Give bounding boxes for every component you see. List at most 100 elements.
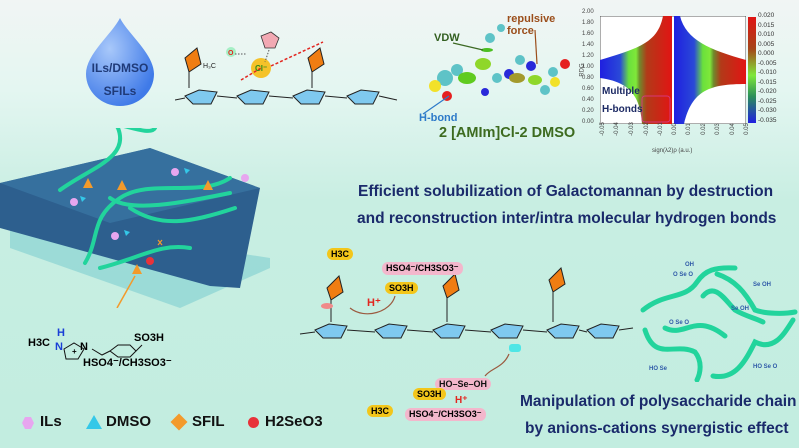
- rdg-y-ticks: 2.00 1.80 1.60 1.40 1.20 1.00 0.80 0.60 …: [582, 9, 600, 125]
- svg-text:+: +: [72, 347, 77, 356]
- rdg-annotation-1: Multiple: [602, 86, 640, 97]
- complex-caption: 2 [AMIm]Cl-2 DMSO: [439, 125, 576, 141]
- top-so3h: SO3H: [385, 282, 418, 294]
- y-tick: 1.40: [582, 42, 594, 48]
- bond-break-mark: [157, 239, 163, 246]
- x-tick: -0.04: [613, 122, 620, 136]
- mannose-ring: [236, 89, 270, 105]
- interaction-isosurfaces: [458, 48, 542, 85]
- svg-text:O Se O: O Se O: [669, 320, 689, 326]
- svg-text:H₃C: H₃C: [203, 63, 216, 70]
- bottom-proton: H⁺: [455, 395, 468, 406]
- galactose-ring: [307, 47, 325, 73]
- x-tick: -0.05: [599, 122, 606, 136]
- mannose-ring: [184, 89, 218, 105]
- svg-text:HO Se: HO Se: [649, 366, 668, 372]
- h2seo3-marker: [146, 257, 154, 265]
- legend-h2seo3: H2SeO3: [265, 413, 323, 430]
- droplet-label-2: SFILs: [103, 84, 137, 98]
- rdg-xlabel: sign(λ2)ρ (a.u.): [652, 148, 693, 154]
- top-proton: H⁺: [367, 297, 381, 309]
- droplet-label-1: ILs/DMSO: [91, 61, 149, 75]
- y-tick: 1.80: [582, 20, 594, 26]
- repulsive-force-label: repulsive force: [507, 13, 556, 37]
- cb-tick: -0.025: [758, 97, 777, 105]
- x-tick: 0.05: [743, 123, 750, 135]
- top-methyl: H3C: [327, 248, 354, 260]
- imidazolium-ring: [260, 31, 280, 49]
- y-tick: 0.80: [582, 75, 594, 81]
- ils-legend-icon: [22, 417, 34, 429]
- cb-tick: -0.005: [758, 59, 777, 67]
- oh-highlight: [509, 344, 521, 352]
- svg-text:OH: OH: [685, 262, 694, 268]
- headline-2-line-1: Manipulation of polysaccharide chain: [520, 393, 797, 410]
- dmso-oxygen: [226, 47, 236, 57]
- svg-text:Se OH: Se OH: [753, 282, 771, 288]
- cb-tick: 0.010: [758, 31, 775, 38]
- selenite-labels: O Se O OH Se OH Se OH O Se O HO Se HO Se O: [649, 262, 778, 372]
- cb-tick: -0.010: [758, 69, 777, 76]
- sfil-legend-icon: [170, 413, 188, 431]
- sfil-pointer-arrow: [116, 275, 136, 309]
- sfil-anion: HSO4⁻/CH3SO3⁻: [83, 357, 172, 369]
- headline-2-line-2: by anions-cations synergistic effect: [525, 420, 789, 437]
- ils-dmso-droplet: ILs/DMSO SFILs: [84, 16, 156, 108]
- h2seo3-legend-icon: [248, 417, 259, 428]
- y-tick: 0.60: [582, 86, 594, 92]
- x-tick: 0.03: [714, 123, 721, 135]
- legend-dmso: DMSO: [106, 413, 151, 430]
- separated-chains: [640, 265, 798, 383]
- atoms: [429, 24, 570, 101]
- mannose-ring: [292, 89, 326, 105]
- x-tick: 0.00: [671, 123, 678, 135]
- headline-1-line-1: Efficient solubilization of Galactomanna…: [358, 183, 774, 200]
- hbond-highlight-box: [641, 95, 671, 123]
- chloride-ion: [251, 58, 271, 78]
- sfil-nh-h: H: [57, 327, 65, 339]
- sfil-markers: [83, 178, 213, 274]
- proton-transfer-arrow: [349, 295, 396, 315]
- bottom-so3h: SO3H: [413, 388, 446, 400]
- rdg-spikes-positive: [674, 16, 746, 124]
- sfil-n2: N: [80, 341, 88, 353]
- headline-1-line-2: and reconstruction inter/intra molecular…: [357, 210, 777, 227]
- cb-tick: 0.000: [758, 50, 775, 57]
- droplet-icon: [86, 18, 154, 106]
- cb-tick: -0.015: [758, 78, 777, 86]
- cb-tick: 0.020: [758, 12, 775, 19]
- rdg-scatter-plot: RDG 2.00 1.80 1.60 1.40 1.20 1.00 0.80 0…: [578, 9, 799, 160]
- svg-text:O: O: [228, 50, 234, 57]
- sfil-n-plus: N: [55, 341, 63, 353]
- protonated-oxygen: [321, 303, 333, 309]
- top-polysaccharide-chain: Cl⁻ O H₃C: [174, 31, 398, 105]
- cb-tick: -0.030: [758, 107, 777, 114]
- x-tick: -0.03: [628, 122, 635, 136]
- svg-text:Cl⁻: Cl⁻: [255, 64, 267, 73]
- sfil-rings: +: [63, 342, 143, 360]
- x-tick: 0.02: [700, 123, 707, 135]
- solvent-slab-illustration: [0, 123, 270, 309]
- svg-text:Se OH: Se OH: [731, 306, 749, 312]
- x-tick: -0.01: [657, 122, 664, 136]
- x-tick: 0.01: [685, 123, 692, 135]
- y-tick: 0.40: [582, 97, 594, 103]
- dmso-legend-icon: [86, 415, 102, 429]
- sfil-structure: H3C H N + N SO3H HSO4⁻/CH3SO3⁻: [28, 327, 178, 377]
- y-tick: 1.00: [582, 64, 594, 70]
- hbond-label: H-bond: [419, 112, 458, 124]
- legend-sfil: SFIL: [192, 413, 225, 430]
- rdg-plot-area: [600, 16, 746, 124]
- mannose-ring: [346, 89, 380, 105]
- rdg-colorbar: [748, 17, 756, 123]
- y-tick: 1.20: [582, 53, 594, 59]
- bottom-anion: HSO4⁻/CH3SO3⁻: [405, 408, 486, 421]
- legend: ILs DMSO SFIL H2SeO3: [20, 413, 340, 435]
- svg-text:O Se O: O Se O: [673, 272, 693, 278]
- legend-ils: ILs: [40, 413, 62, 430]
- y-tick: 0.00: [582, 119, 594, 125]
- hbond-dashed-line: [240, 41, 324, 81]
- dmso-markers: [80, 168, 190, 236]
- svg-text:HO Se O: HO Se O: [753, 364, 778, 370]
- dispersed-chains: O Se O OH Se OH Se OH O Se O HO Se HO Se O: [635, 252, 799, 383]
